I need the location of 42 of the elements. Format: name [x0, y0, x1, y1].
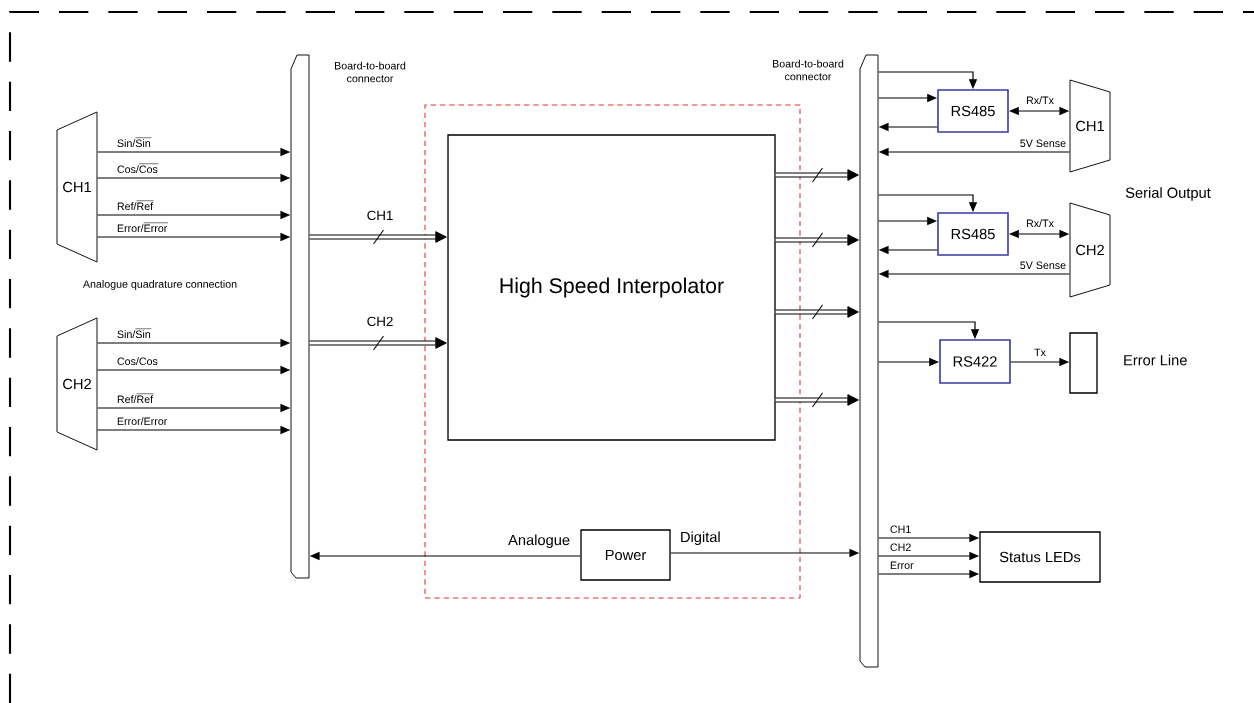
connector-label: Board-to-board connector [335, 61, 406, 83]
edge-label: Sin/Sin [115, 137, 153, 149]
connector-label: Board-to-board connector [773, 59, 844, 81]
edge-label: Tx [1032, 347, 1048, 358]
edge-label: Rx/Tx [1024, 217, 1056, 229]
terminal-label: Error Line [1124, 354, 1187, 366]
caption-text: Serial Output [1125, 187, 1211, 201]
edge-label: CH1 [888, 524, 913, 535]
block-box: High Speed Interpolator [447, 134, 776, 441]
edge-label: CH2 [888, 542, 913, 553]
arrow [775, 304, 859, 320]
edge-label: Error [888, 560, 915, 571]
edge-label: Digital [678, 530, 723, 547]
edge-label: 5V Sense [1018, 260, 1068, 271]
caption-text: Analogue quadrature connection [82, 280, 237, 290]
edge-label: CH1 [365, 209, 395, 222]
dashed-region [424, 104, 801, 599]
transceiver-box: RS485 [937, 89, 1009, 133]
edge-label: Sin/Sin [115, 328, 153, 340]
arrow [309, 229, 447, 245]
arrow [775, 167, 859, 183]
connector-plug: CH1 [56, 111, 98, 263]
connector-plug: CH2 [1069, 202, 1111, 298]
edge-label: Ref/Ref [115, 200, 155, 212]
transceiver-box: RS485 [937, 212, 1009, 256]
arrow [309, 335, 447, 351]
edge-label: Error/Error [115, 415, 169, 427]
block-box: Power [580, 529, 671, 581]
connector-plug: CH2 [56, 317, 98, 451]
edge-label: Error/Error [115, 222, 169, 234]
connector-plug: CH1 [1069, 79, 1111, 173]
arrow [775, 392, 859, 408]
edge-label: Rx/Tx [1024, 94, 1056, 106]
transceiver-box: RS422 [939, 339, 1011, 384]
edge-label: Cos/Cos [115, 163, 160, 175]
edge-label: 5V Sense [1018, 138, 1068, 149]
edge-label: Analogue [506, 533, 572, 550]
block-box: Status LEDs [979, 531, 1101, 583]
edge-label: Ref/Ref [115, 393, 155, 405]
arrow [775, 232, 859, 248]
edge-label: Cos/Cos [115, 355, 160, 367]
edge-label: CH2 [365, 315, 395, 328]
